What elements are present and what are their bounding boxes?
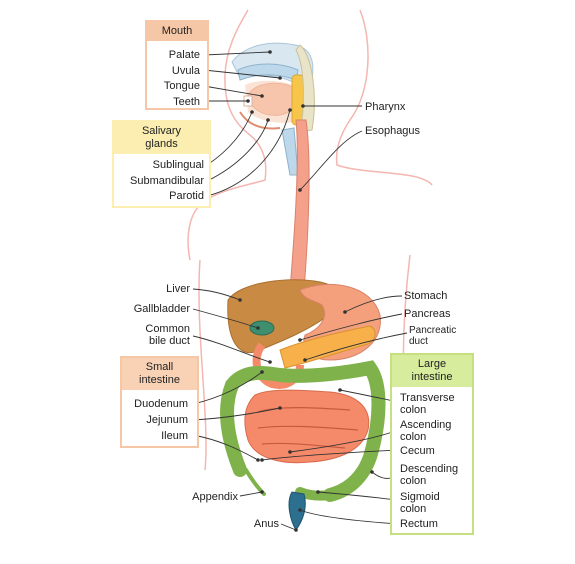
- label-tongue: Tongue: [163, 80, 200, 92]
- mouth-group-box: Mouth: [145, 20, 209, 110]
- large-intestine-group-box: Large intestine: [390, 353, 474, 535]
- pancreas-shape: [279, 325, 376, 369]
- label-esophagus: Esophagus: [365, 125, 421, 137]
- label-rectum: Rectum: [400, 518, 438, 530]
- label-uvula: Uvula: [171, 65, 200, 77]
- mouth-group-title: Mouth: [147, 22, 207, 41]
- label-duodenum: Duodenum: [134, 398, 188, 410]
- small-intestine-group-box: Small intestine: [120, 356, 199, 448]
- leader-dots: [238, 50, 374, 532]
- label-cecum: Cecum: [400, 445, 435, 457]
- small-intestine-shape: [244, 389, 370, 464]
- label-parotid: Parotid: [169, 190, 204, 202]
- label-common-bile-duct: Common bile duct: [145, 323, 190, 347]
- label-ileum: Ileum: [161, 430, 188, 442]
- palate-shape: [237, 63, 299, 81]
- salivary-group-box: Salivary glands: [112, 120, 211, 208]
- trachea: [281, 127, 299, 176]
- label-pharynx: Pharynx: [365, 101, 406, 113]
- colon-shape: [220, 360, 386, 502]
- label-submandibular: Submandibular: [130, 175, 204, 187]
- mouth-cavity: [245, 80, 302, 123]
- label-pancreas: Pancreas: [404, 308, 451, 320]
- label-ascending-colon: Ascending colon: [400, 419, 452, 443]
- salivary-group-title: Salivary glands: [114, 122, 209, 154]
- small-intestine-group-title: Small intestine: [122, 358, 197, 390]
- label-pancreatic-duct: Pancreatic duct: [409, 325, 457, 347]
- label-descending-colon: Descending colon: [400, 463, 459, 487]
- label-liver: Liver: [166, 283, 190, 295]
- label-teeth: Teeth: [173, 96, 200, 108]
- label-jejunum: Jejunum: [146, 414, 188, 426]
- large-intestine-group-title: Large intestine: [392, 355, 472, 387]
- label-transverse-colon: Transverse colon: [400, 392, 455, 416]
- label-appendix: Appendix: [192, 491, 238, 503]
- gallbladder-shape: [249, 320, 275, 336]
- label-anus: Anus: [253, 518, 279, 530]
- label-sublingual: Sublingual: [152, 159, 204, 171]
- jaw: [239, 111, 281, 130]
- label-stomach: Stomach: [404, 290, 448, 302]
- label-gallbladder: Gallbladder: [133, 303, 190, 315]
- label-palate: Palate: [168, 49, 200, 61]
- leader-lines: [192, 51, 408, 531]
- label-sigmoid-colon: Sigmoid colon: [400, 491, 440, 515]
